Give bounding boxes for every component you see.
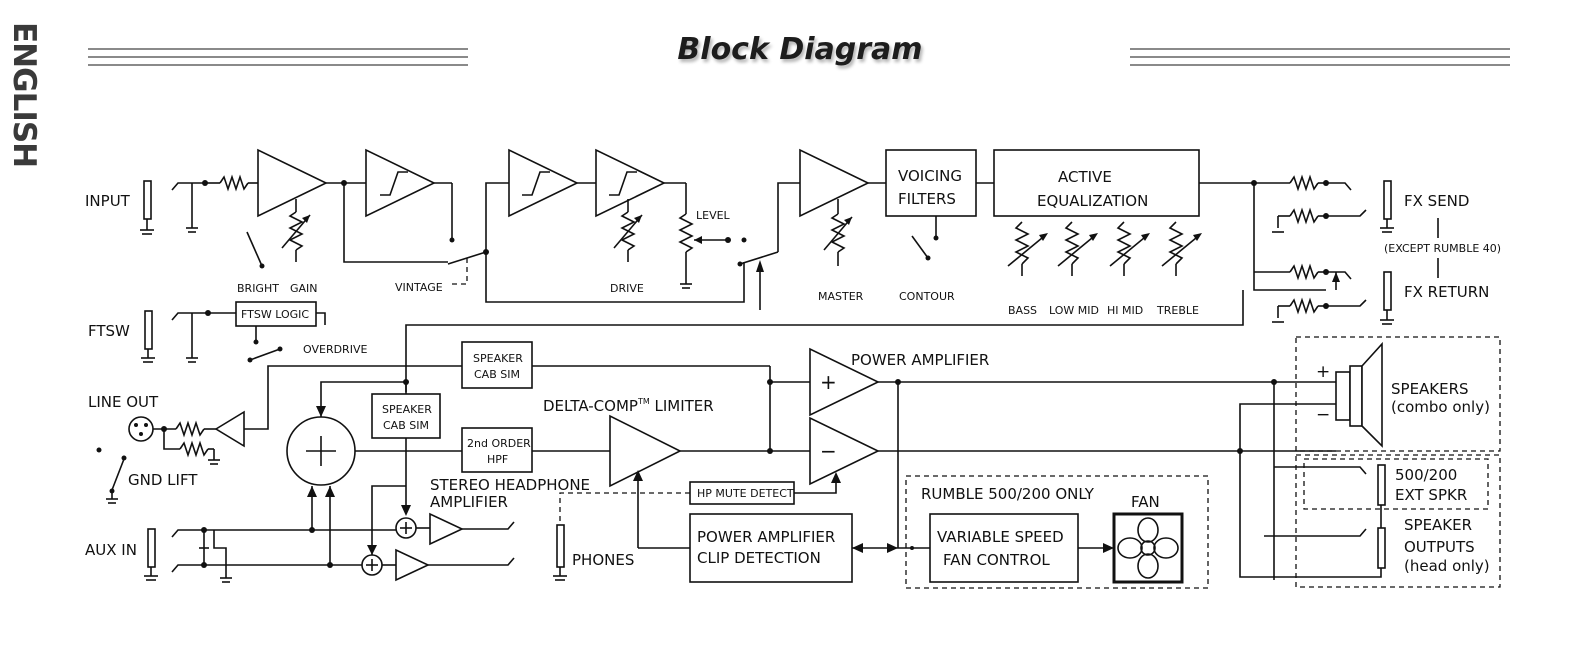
eq-pots	[1007, 221, 1202, 276]
fx-loop	[405, 174, 1439, 392]
bright-label: BRIGHT	[237, 282, 279, 295]
headphone-amp	[361, 485, 515, 582]
language-tab: ENGLISH	[6, 22, 42, 168]
phones-label: PHONES	[572, 551, 634, 569]
spk-out-label-3: (head only)	[1404, 557, 1490, 575]
ftsw-label: FTSW	[88, 322, 130, 340]
aux-in-jack	[144, 527, 396, 583]
fx-return-label: FX RETURN	[1404, 283, 1489, 301]
hpf-label-a: 2nd ORDER	[467, 437, 531, 450]
spk-out-label-1: SPEAKER	[1404, 516, 1472, 534]
rumble-only-box	[905, 475, 1209, 589]
ext-spkr-label-1: 500/200	[1395, 466, 1457, 484]
ftsw-jack	[141, 301, 326, 363]
master-stage	[799, 148, 886, 266]
stereo-hp-label-2: AMPLIFIER	[430, 493, 508, 511]
speaker-outputs-head	[1239, 451, 1501, 588]
low-mid-pot	[1057, 221, 1098, 276]
speaker-plus-label: +	[1316, 362, 1330, 382]
cab-sim-1-label-a: SPEAKER	[473, 352, 523, 365]
power-amp	[809, 347, 1336, 548]
fan-ctrl-label-2: FAN CONTROL	[943, 551, 1050, 569]
active-eq-block	[993, 149, 1257, 217]
ext-spkr-label-2: EXT SPKR	[1395, 486, 1467, 504]
title-rule-left-2	[88, 56, 468, 58]
contour-label: CONTOUR	[899, 290, 955, 303]
speaker-cab-sim-1	[461, 341, 770, 389]
phones-jack	[553, 524, 567, 581]
fan-label: FAN	[1131, 493, 1160, 511]
spk-out-label-2: OUTPUTS	[1404, 538, 1475, 556]
title-rule-right-3	[1130, 64, 1510, 66]
rumble-only-label: RUMBLE 500/200 ONLY	[921, 485, 1095, 503]
cab-sim-1-label-b: CAB SIM	[474, 368, 520, 381]
overdrive-label: OVERDRIVE	[303, 343, 367, 356]
hpf-label-b: HPF	[487, 453, 508, 466]
bass-label: BASS	[1008, 304, 1037, 317]
master-label: MASTER	[818, 290, 864, 303]
input-wire	[171, 174, 258, 233]
line-out-section	[96, 365, 462, 504]
summing-node	[286, 379, 462, 564]
clipper-stage-1	[344, 148, 455, 243]
limiter-label: DELTA-COMPTM LIMITER	[543, 397, 714, 415]
gain-label: GAIN	[290, 282, 318, 295]
amp-minus-label: −	[820, 439, 837, 463]
clip-label-1: POWER AMPLIFIER	[697, 528, 835, 546]
hp-mute-detect	[559, 472, 841, 525]
voicing-filters-block	[885, 149, 994, 261]
vintage-switch	[343, 183, 489, 285]
amp-plus-label: +	[820, 370, 837, 394]
power-amp-label: POWER AMPLIFIER	[851, 351, 989, 369]
vintage-label: VINTAGE	[395, 281, 443, 294]
line-out-label: LINE OUT	[88, 393, 159, 411]
speakers-combo	[1237, 336, 1501, 580]
speaker-cab-sim-2	[371, 382, 441, 516]
treble-label: TREBLE	[1156, 304, 1199, 317]
hi-mid-pot	[1109, 221, 1150, 276]
drive-chain	[485, 148, 686, 262]
cab-sim-2-label-b: CAB SIM	[383, 419, 429, 432]
preamp-gain-stage	[246, 148, 347, 269]
clip-label-2: CLIP DETECTION	[697, 549, 821, 567]
stereo-hp-label-1: STEREO HEADPHONE	[430, 476, 590, 494]
speakers-label-1: SPEAKERS	[1391, 380, 1469, 398]
input-label: INPUT	[85, 192, 131, 210]
active-eq-label-1: ACTIVE	[1058, 168, 1112, 186]
ftsw-logic-label: FTSW LOGIC	[241, 308, 309, 321]
speaker-minus-label: −	[1316, 405, 1330, 425]
input-jack	[140, 180, 154, 235]
speakers-label-2: (combo only)	[1391, 398, 1490, 416]
level-control	[678, 183, 747, 289]
hi-mid-label: HI MID	[1107, 304, 1143, 317]
hp-mute-label: HP MUTE DETECT	[697, 487, 794, 500]
gnd-lift-label: GND LIFT	[128, 471, 198, 489]
voicing-label-1: VOICING	[898, 167, 962, 185]
title-rule-right-1	[1130, 48, 1510, 50]
drive-label: DRIVE	[610, 282, 644, 295]
page-title: Block Diagram	[677, 32, 923, 67]
treble-pot	[1161, 221, 1202, 276]
except-rumble-label: (EXCEPT RUMBLE 40)	[1384, 242, 1501, 255]
fx-send-label: FX SEND	[1404, 192, 1469, 210]
clip-detection	[638, 513, 930, 583]
low-mid-label: LOW MID	[1049, 304, 1099, 317]
title-rule-right-2	[1130, 56, 1510, 58]
title-rule-left-1	[88, 48, 468, 50]
aux-in-label: AUX IN	[85, 541, 137, 559]
voicing-label-2: FILTERS	[898, 190, 956, 208]
hpf-block	[461, 427, 610, 473]
fan-ctrl-label-1: VARIABLE SPEED	[937, 528, 1064, 546]
limiter	[609, 366, 810, 548]
overdrive-select-switch	[485, 182, 800, 310]
active-eq-label-2: EQUALIZATION	[1037, 192, 1148, 210]
cab-sim-2-label-a: SPEAKER	[382, 403, 432, 416]
bass-pot	[1007, 221, 1048, 276]
level-label: LEVEL	[696, 209, 731, 222]
title-rule-left-3	[88, 64, 468, 66]
